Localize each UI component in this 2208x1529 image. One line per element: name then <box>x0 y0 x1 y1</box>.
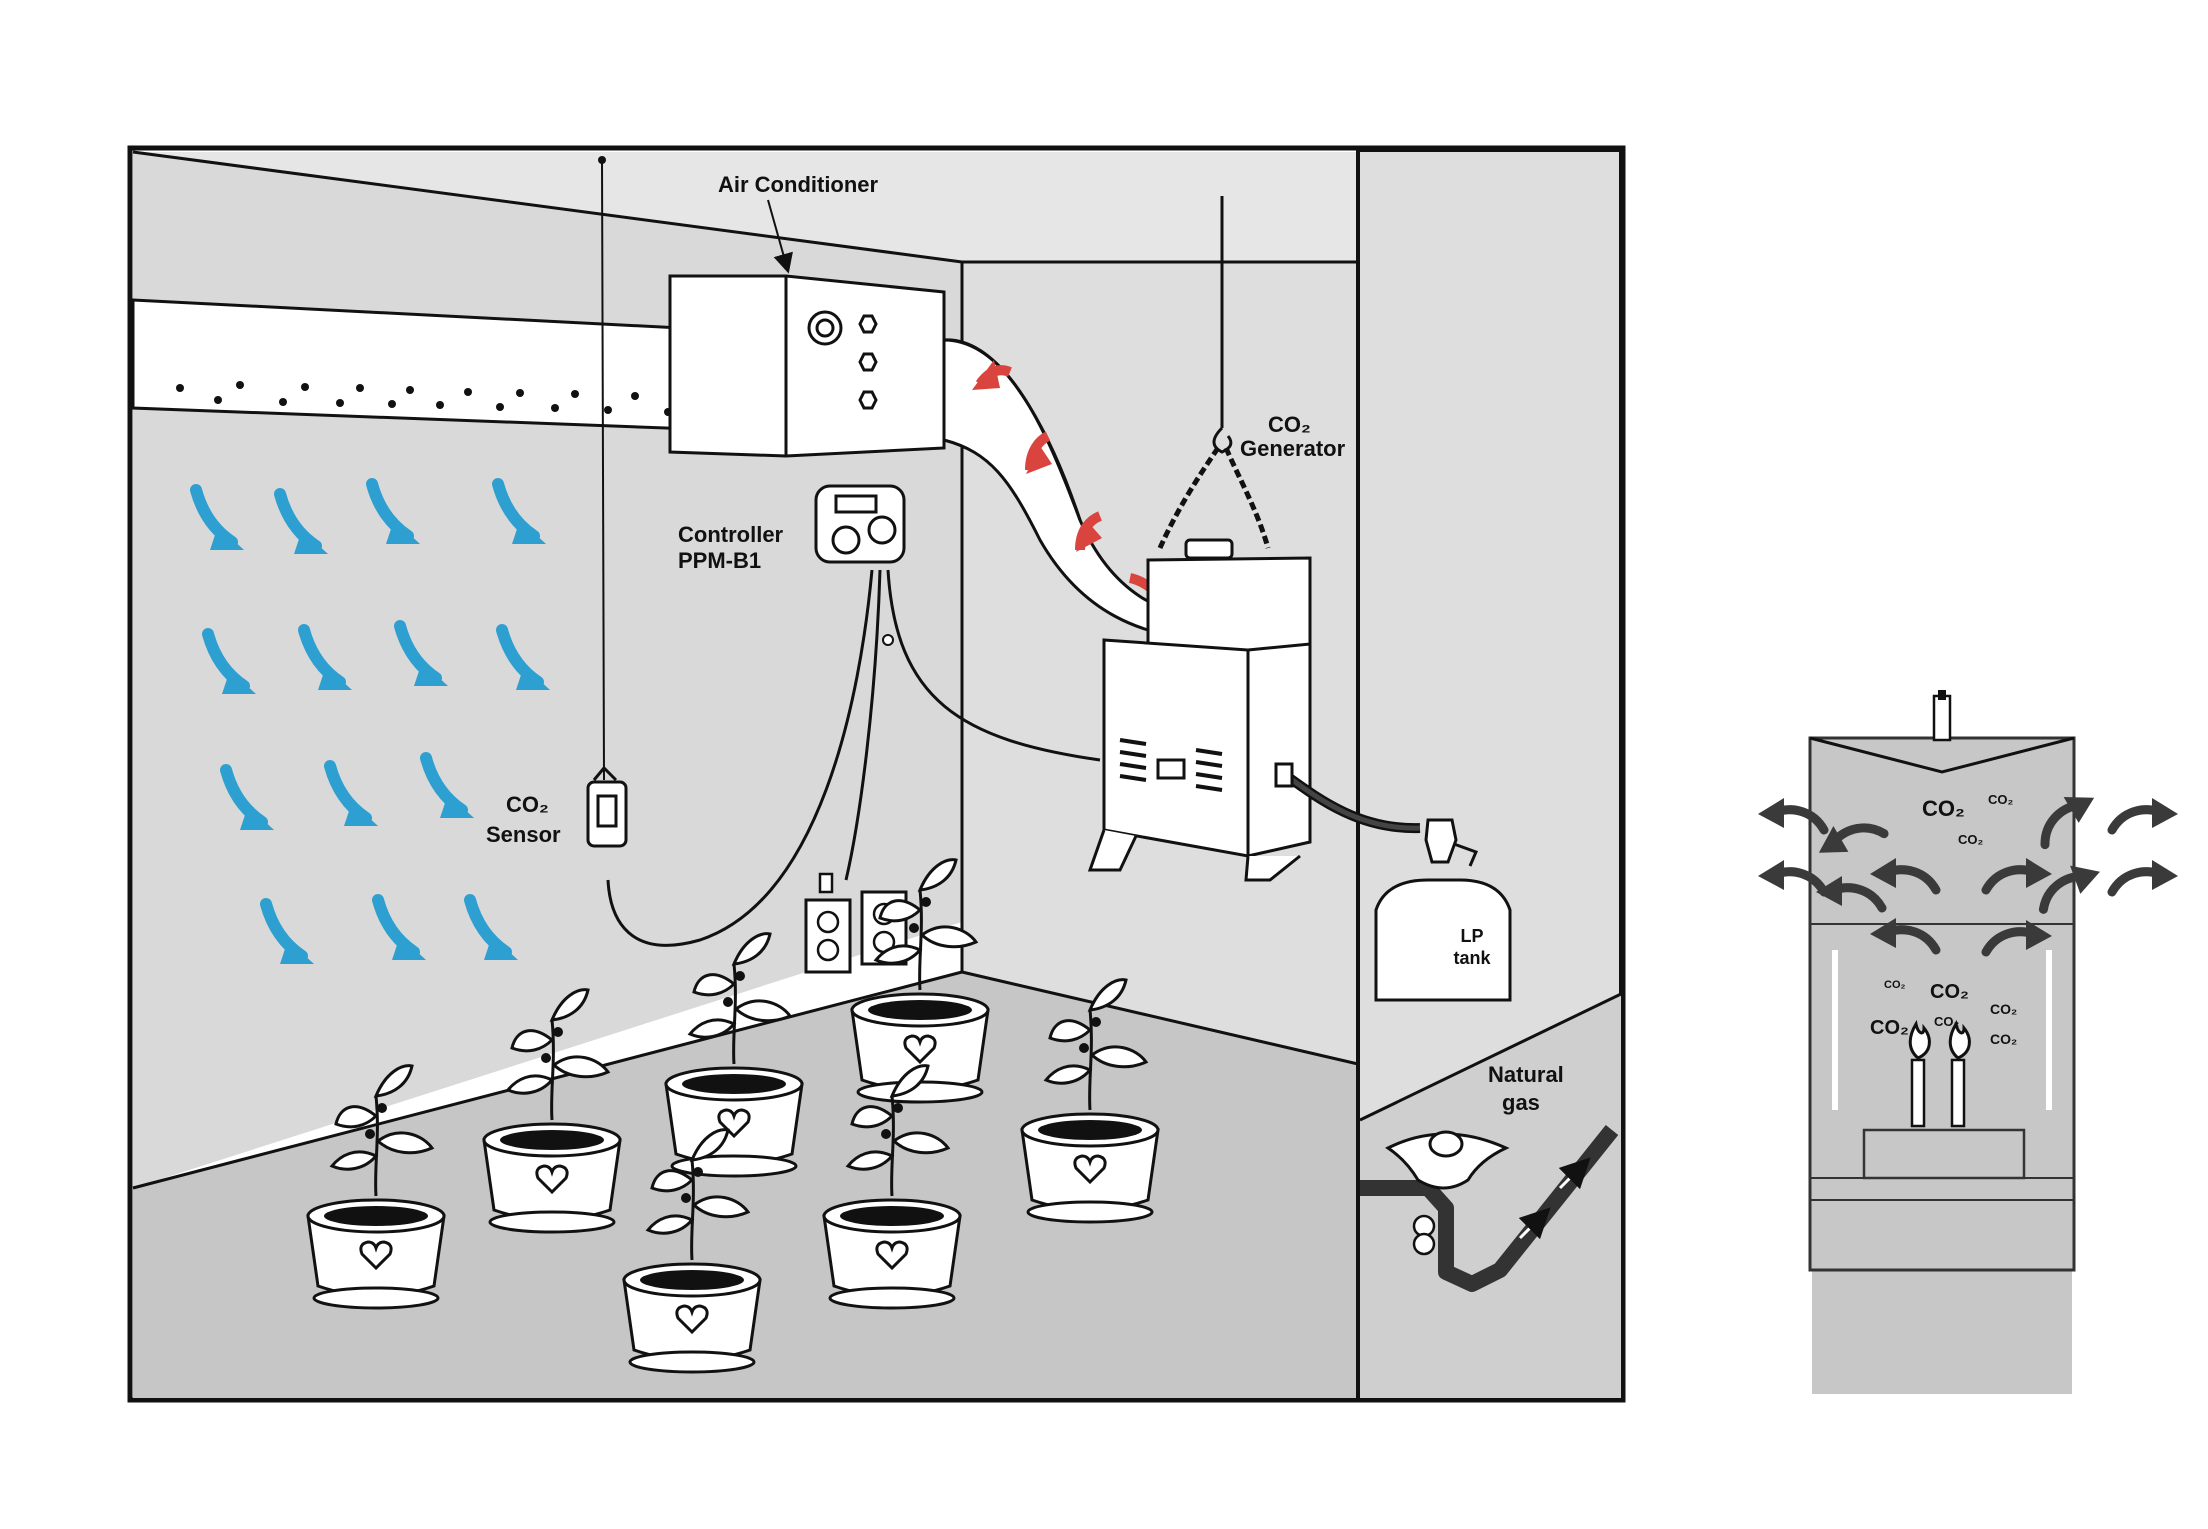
co2-tag: CO₂ <box>1922 796 1965 821</box>
lp-tank-label-line1: LP <box>1460 926 1483 946</box>
co2-tag: CO₂ <box>1934 1014 1960 1029</box>
co2-sensor: CO₂ Sensor <box>486 156 628 848</box>
co2-tag: CO₂ <box>1930 981 1969 1003</box>
co2-sensor-label-line2: Sensor <box>486 822 561 847</box>
co2-tag: CO₂ <box>1884 979 1906 991</box>
co2-tag: CO₂ <box>1870 1017 1909 1039</box>
lp-tank: LP tank <box>1274 762 1512 1002</box>
generator-detail-panel: CO₂ CO₂ CO₂ CO₂ CO₂ CO₂ CO₂ CO₂ CO₂ <box>1758 690 2178 1394</box>
co2-tag: CO₂ <box>1990 1001 2017 1017</box>
exhaust-arrow-icon <box>2112 798 2178 830</box>
controller-label-line1: Controller <box>678 522 784 547</box>
co2-generator: CO₂ Generator <box>1087 196 1346 882</box>
co2-tag: CO₂ <box>1990 1031 2017 1047</box>
natural-gas-label-line2: gas <box>1502 1090 1540 1115</box>
co2-tag: CO₂ <box>1988 792 2014 807</box>
co2-tag: CO₂ <box>1958 832 1984 847</box>
natural-gas-label-line1: Natural <box>1488 1062 1564 1087</box>
natural-gas-line: Natural gas <box>1360 1062 1619 1292</box>
controller-label-line2: PPM-B1 <box>678 548 761 573</box>
lp-tank-label-line2: tank <box>1453 948 1491 968</box>
air-conditioner-label: Air Conditioner <box>718 172 879 197</box>
exhaust-arrow-icon <box>2112 860 2178 892</box>
co2-generator-label-line2: Generator <box>1240 436 1346 461</box>
air-conditioner: Air Conditioner <box>668 172 946 458</box>
controller: Controller PPM-B1 <box>606 484 1101 947</box>
ceiling <box>133 152 1358 262</box>
co2-generator-label-line1: CO₂ <box>1268 412 1311 437</box>
co2-sensor-label-line1: CO₂ <box>506 792 549 817</box>
